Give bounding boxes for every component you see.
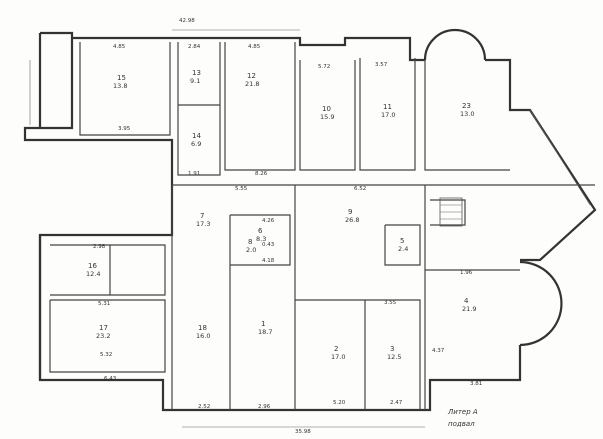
room-area-i: 26.8 bbox=[345, 216, 359, 224]
room-area-n: 18.7 bbox=[258, 328, 272, 336]
dim-c4: 4.18 bbox=[262, 258, 275, 264]
room-number-b: 13 bbox=[192, 69, 201, 77]
dim-c10: 2.96 bbox=[258, 404, 271, 410]
room-area-f: 13.0 bbox=[460, 110, 474, 118]
room-number-n: 1 bbox=[261, 320, 265, 328]
staircase bbox=[439, 197, 463, 227]
room-number-q: 4 bbox=[464, 297, 469, 305]
dim-c11: 5.20 bbox=[333, 400, 346, 406]
room-number-l: 17 bbox=[99, 324, 108, 332]
room-area-d: 15.9 bbox=[320, 113, 334, 121]
dim-r2w: 2.84 bbox=[188, 44, 201, 50]
dim-r5w: 3.57 bbox=[375, 62, 388, 68]
room-area-j: 8.3 bbox=[256, 235, 266, 243]
room-number-r: 5 bbox=[400, 237, 404, 245]
room-number-e: 11 bbox=[383, 103, 392, 111]
dim-c16: 4.37 bbox=[432, 348, 445, 354]
room-area-a: 13.8 bbox=[113, 82, 127, 90]
room-area-l: 23.2 bbox=[96, 332, 110, 340]
dim-c8: 6.43 bbox=[104, 376, 117, 382]
room-area-o: 17.0 bbox=[331, 353, 345, 361]
dim-c14: 1.96 bbox=[460, 270, 473, 276]
dim-c18: 0.43 bbox=[262, 242, 275, 248]
room-number-g: 14 bbox=[192, 132, 201, 140]
dim-c15: 3.81 bbox=[470, 381, 482, 387]
dim-c17: 3.55 bbox=[384, 300, 397, 306]
room-number-s: 8 bbox=[248, 238, 252, 246]
room-number-f: 23 bbox=[462, 102, 471, 110]
room-area-g: 6.9 bbox=[191, 140, 201, 148]
room-number-p: 3 bbox=[390, 345, 394, 353]
room-number-d: 10 bbox=[322, 105, 331, 113]
dim-bottom: 35.98 bbox=[295, 429, 311, 435]
dim-c9: 2.52 bbox=[198, 404, 210, 410]
room-area-p: 12.5 bbox=[387, 353, 401, 361]
dim-r3d: 8.26 bbox=[255, 171, 268, 177]
room-area-m: 16.0 bbox=[196, 332, 210, 340]
room-area-b: 9.1 bbox=[190, 77, 200, 85]
room-area-c: 21.8 bbox=[245, 80, 259, 88]
dim-c1: 1.91 bbox=[188, 171, 200, 177]
dim-r1w: 4.85 bbox=[113, 44, 126, 50]
dim-c6: 5.31 bbox=[98, 301, 110, 307]
room-number-i: 9 bbox=[348, 208, 352, 216]
room-number-o: 2 bbox=[334, 345, 338, 353]
dim-c12: 2.47 bbox=[390, 400, 403, 406]
room-area-k: 12.4 bbox=[86, 270, 100, 278]
dim-c2: 5.55 bbox=[235, 186, 248, 192]
plan-note-line2: подвал bbox=[448, 420, 475, 428]
dim-c7: 5.32 bbox=[100, 352, 112, 358]
room-number-m: 18 bbox=[198, 324, 207, 332]
dimension-lines bbox=[29, 29, 591, 428]
dim-top: 42.98 bbox=[179, 18, 195, 24]
dim-r3w: 4.85 bbox=[248, 44, 261, 50]
dim-c5: 2.98 bbox=[93, 244, 106, 250]
room-number-h: 7 bbox=[200, 212, 204, 220]
room-area-r: 2.4 bbox=[398, 245, 408, 253]
room-area-s: 2.0 bbox=[246, 246, 256, 254]
room-area-h: 17.3 bbox=[196, 220, 210, 228]
plan-note-line1: Литер А bbox=[447, 408, 478, 416]
room-number-c: 12 bbox=[247, 72, 256, 80]
room-number-k: 16 bbox=[88, 262, 97, 270]
room-area-e: 17.0 bbox=[381, 111, 395, 119]
dim-r1d: 3.95 bbox=[118, 126, 131, 132]
dim-c3: 4.26 bbox=[262, 218, 275, 224]
room-area-q: 21.9 bbox=[462, 305, 476, 313]
interior-walls bbox=[49, 42, 595, 410]
dim-c13: 6.52 bbox=[354, 186, 366, 192]
room-number-j: 6 bbox=[258, 227, 263, 235]
dim-r4w: 5.72 bbox=[318, 64, 330, 70]
room-number-a: 15 bbox=[117, 74, 126, 82]
